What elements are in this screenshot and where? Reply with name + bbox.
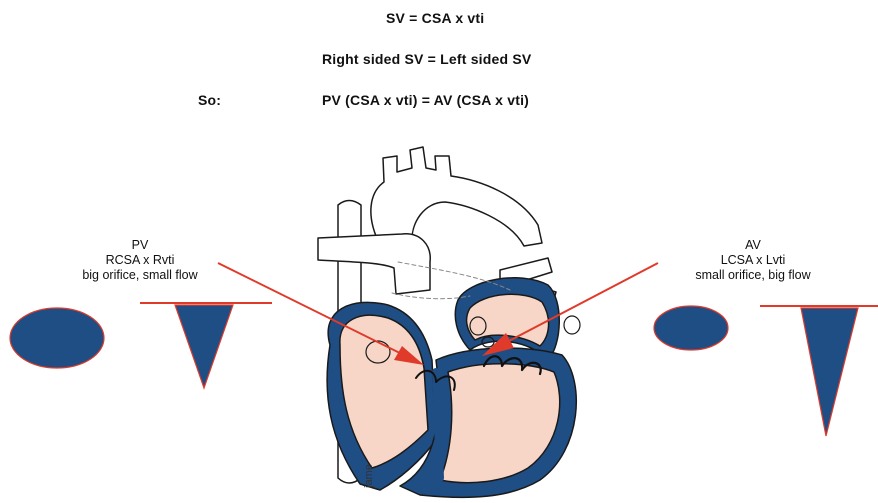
pv-orifice-ellipse	[10, 308, 104, 368]
av-flow-triangle	[801, 308, 858, 436]
aortic-arch	[371, 147, 542, 246]
dashed-outline-1	[392, 293, 470, 299]
heart-illustration	[318, 147, 580, 497]
av-orifice-ellipse	[654, 306, 728, 350]
artist-signature: jame	[363, 464, 375, 489]
vein-opening-4	[564, 316, 580, 334]
septum	[436, 372, 440, 478]
pulmonary-artery	[318, 234, 430, 294]
pv-flow-triangle	[175, 305, 233, 388]
